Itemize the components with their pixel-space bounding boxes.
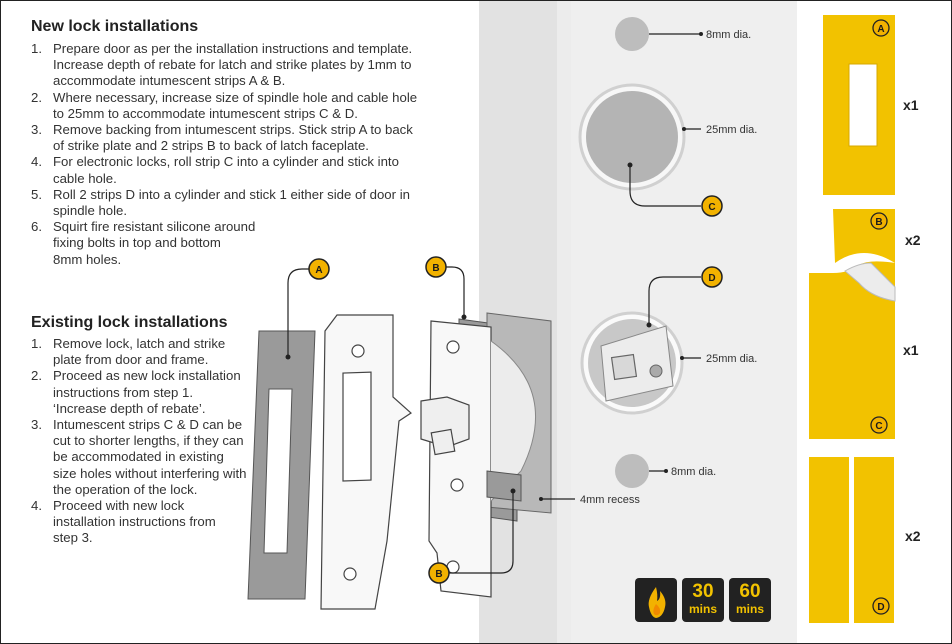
step-text-line: size holes without interfering with [53, 465, 247, 481]
step-text-line: Prepare door as per the installation ins… [53, 41, 413, 56]
svg-text:A: A [877, 24, 884, 35]
bottom-fixing-hole [615, 454, 649, 488]
badge-a-diagram: A [308, 258, 330, 280]
svg-text:B: B [875, 217, 882, 228]
step-text-line: spindle hole. [53, 203, 128, 219]
step-number: 6. [31, 219, 42, 235]
step-number: 4. [31, 154, 42, 170]
step-item: 2. Where necessary, increase size of spin… [31, 90, 431, 122]
step-text-line: Remove lock, latch and strike [53, 336, 226, 351]
step-number: 1. [31, 336, 42, 351]
step-item: 5. Roll 2 strips D into a cylinder and st… [31, 187, 431, 219]
step-text-line: plate from door and frame. [53, 352, 209, 368]
step-number: 2. [31, 368, 42, 384]
spindle-square [610, 353, 638, 381]
step-text-line: Remove backing from intumescent strips. … [53, 122, 413, 138]
fire-icon [635, 578, 677, 622]
new-lock-heading: New lock installations [31, 18, 199, 35]
step-text-line: of strike plate and 2 strips B to back o… [53, 138, 369, 154]
badge-b-diagram-top: B [425, 256, 447, 278]
badge-d-strip: D [872, 597, 890, 615]
step-text-line: Where necessary, increase size of spindl… [53, 89, 418, 105]
step-text-line: instructions from step 1. [53, 384, 193, 400]
fire-rating-30: 30 mins [682, 578, 724, 622]
existing-lock-heading: Existing lock installations [31, 314, 228, 331]
svg-text:D: D [708, 273, 715, 284]
step-item: 1. Prepare door as per the installation i… [31, 41, 431, 90]
strip-c-quantity: x1 [903, 342, 919, 358]
step-text-line: fixing bolts in top and bottom [53, 235, 221, 251]
step-text-line: Increase depth of rebate for latch and s… [53, 57, 412, 73]
new-lock-steps: 1. Prepare door as per the installation i… [31, 41, 431, 268]
step-text-line: ‘Increase depth of rebate’. [53, 400, 206, 416]
recess-label: 4mm recess [580, 494, 640, 506]
svg-text:C: C [875, 421, 882, 432]
spindle-hole-label: 25mm dia. [706, 353, 757, 365]
step-text-line: be accommodated in existing [53, 449, 224, 465]
step-item: 3. Remove backing from intumescent strips… [31, 122, 431, 154]
fire-rating-60: 60 mins [729, 578, 771, 622]
svg-text:B: B [432, 263, 439, 274]
strip-a-quantity: x1 [903, 97, 919, 113]
step-text-line: Proceed as new lock installation [53, 368, 241, 384]
badge-d-diagram: D [701, 266, 723, 288]
step-number: 5. [31, 186, 42, 202]
step-text-line: Proceed with new lock [53, 498, 185, 514]
step-number: 3. [31, 417, 42, 433]
step-text-line: Roll 2 strips D into a cylinder and stic… [53, 186, 410, 202]
badge-b-diagram-bottom: B [428, 562, 450, 584]
latch-faceplate [428, 320, 492, 598]
step-text-line: step 3. [53, 530, 93, 546]
step-text-line: to 25mm to accommodate intumescent strip… [53, 105, 358, 121]
step-text-line: Squirt fire resistant silicone around [53, 219, 256, 235]
strip-c-backing-peel [844, 262, 896, 302]
intumescent-strip-d-left [809, 457, 849, 623]
step-text-line: Intumescent strips C & D can be [53, 417, 243, 433]
svg-text:C: C [708, 202, 715, 213]
step-text-line: cut to shorter lengths, if they can [53, 433, 244, 449]
step-text-line: For electronic locks, roll strip C into … [53, 154, 399, 170]
strip-b-quantity: x2 [905, 232, 921, 248]
step-text-line: cable hole. [53, 170, 117, 186]
step-number: 2. [31, 89, 42, 105]
step-number: 1. [31, 41, 42, 56]
step-number: 4. [31, 498, 42, 514]
badge-c-diagram: C [701, 195, 723, 217]
svg-text:B: B [435, 569, 442, 580]
step-text-line: installation instructions from [53, 514, 216, 530]
badge-b-strip: B [870, 212, 888, 230]
intumescent-strip-c [809, 261, 895, 439]
step-number: 3. [31, 122, 42, 138]
svg-text:D: D [877, 602, 884, 613]
top-hole-label: 8mm dia. [706, 29, 751, 41]
step-item: 4. For electronic locks, roll strip C int… [31, 154, 431, 186]
top-fixing-hole [615, 17, 649, 51]
badge-a-strip: A [872, 19, 890, 37]
step-text-line: the operation of the lock. [53, 481, 198, 497]
intumescent-strip-d-right [854, 457, 894, 623]
svg-text:A: A [315, 265, 322, 276]
strip-d-quantity: x2 [905, 528, 921, 544]
step-text-line: 8mm holes. [53, 251, 122, 267]
cable-hole-label: 25mm dia. [706, 124, 757, 136]
step-text-line: accommodate intumescent strips A & B. [53, 73, 286, 89]
bottom-hole-label: 8mm dia. [671, 466, 716, 478]
badge-c-strip: C [870, 416, 888, 434]
cable-hole-inner [586, 91, 678, 183]
